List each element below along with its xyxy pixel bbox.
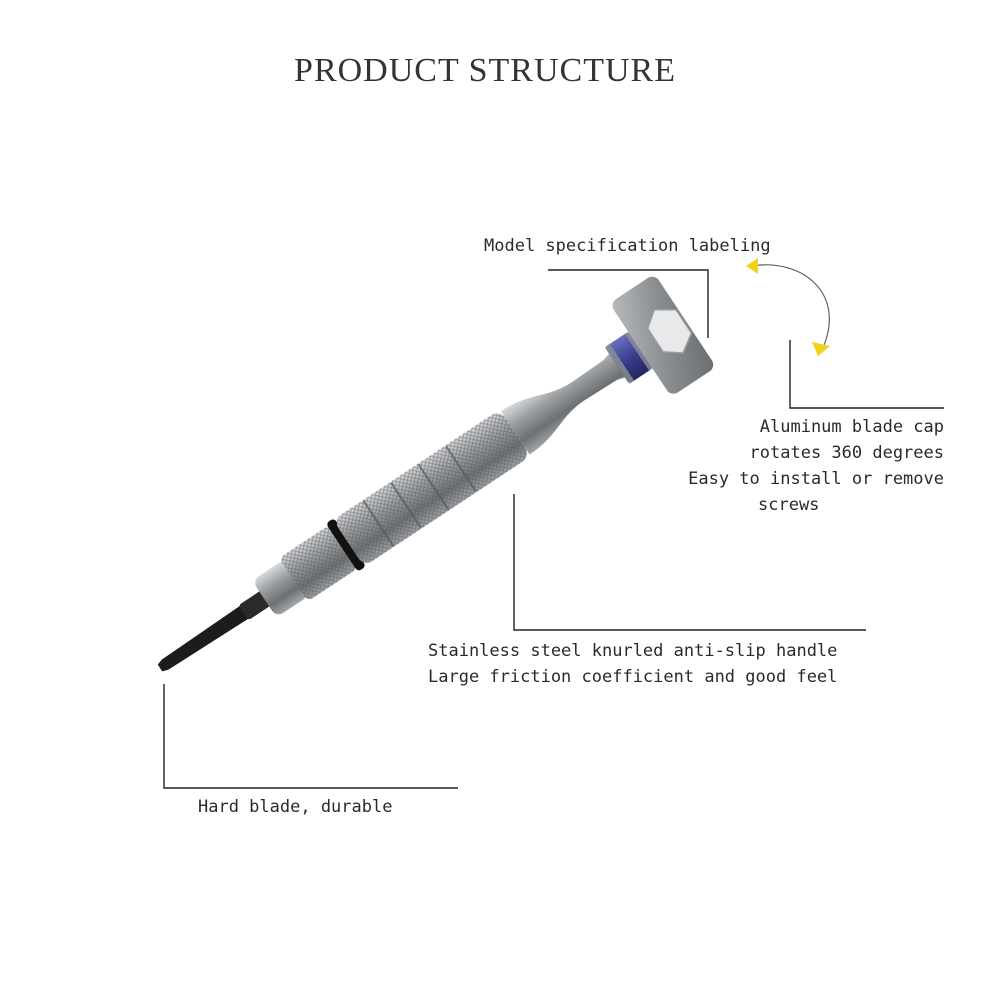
handle-line-2: Large friction coefficient and good feel <box>428 667 838 687</box>
blade-text: Hard blade, durable <box>198 797 393 817</box>
model-label-band <box>605 332 652 383</box>
cap-line-3: Easy to install or remove <box>688 469 944 489</box>
cap-line-1: Aluminum blade cap <box>759 417 944 437</box>
leader-model <box>548 269 709 338</box>
leader-handle <box>513 494 866 631</box>
cap-label: Aluminum blade cap rotates 360 degrees E… <box>668 414 944 518</box>
o-ring <box>327 519 365 571</box>
arrow-head-top <box>746 258 758 274</box>
neck <box>500 347 633 455</box>
screwdriver <box>157 276 714 672</box>
arrow-head-bottom <box>812 342 830 356</box>
rotation-arrow <box>751 264 830 351</box>
leader-blade <box>163 684 458 789</box>
page-title: PRODUCT STRUCTURE <box>294 52 676 89</box>
blade-label: Hard blade, durable <box>198 794 392 820</box>
model-spec-label: Model specification labeling <box>484 233 771 259</box>
handle-label: Stainless steel knurled anti-slip handle… <box>428 638 837 690</box>
cap-line-4: screws <box>758 495 820 515</box>
leader-cap <box>789 340 944 409</box>
model-spec-text: Model specification labeling <box>484 236 771 256</box>
handle-line-1: Stainless steel knurled anti-slip handle <box>428 641 838 661</box>
cap-hex <box>646 308 693 354</box>
blade <box>157 595 265 672</box>
cap-line-2: rotates 360 degrees <box>749 443 944 463</box>
